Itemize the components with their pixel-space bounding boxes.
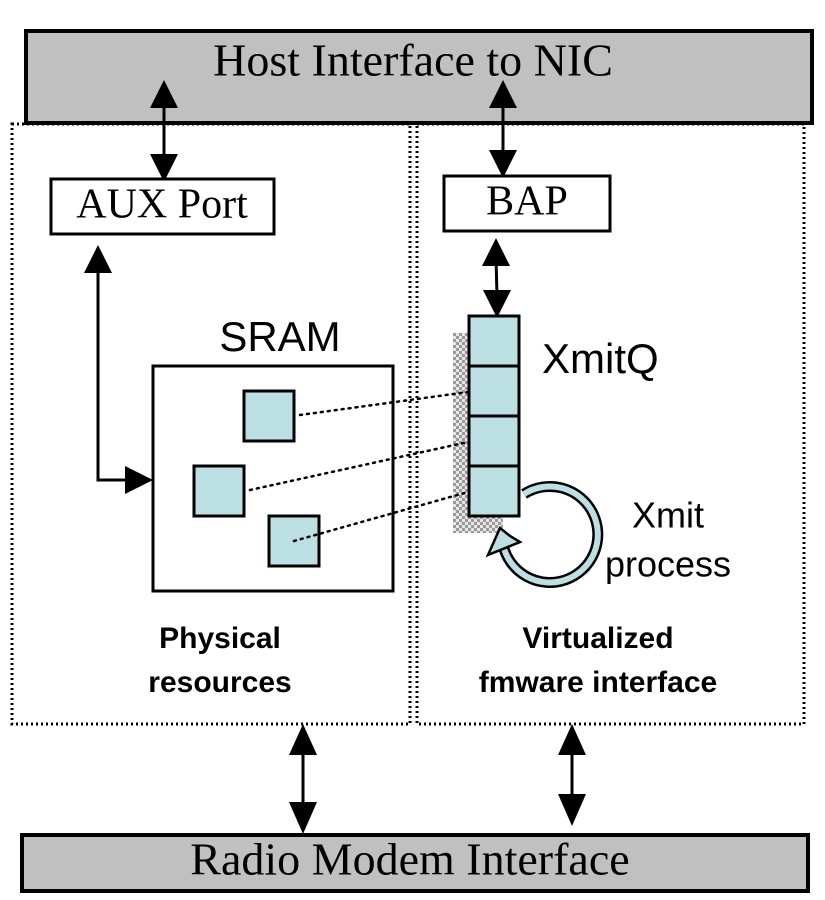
pointer-line (298, 390, 470, 417)
sram-buffer (192, 464, 246, 518)
arrow-host-aux (150, 80, 178, 182)
radio-modem-label: Radio Modem Interface (190, 834, 629, 885)
physical-resources-caption-line2: resources (148, 666, 291, 699)
xmitq-label: XmitQ (542, 335, 659, 382)
xmitq-slot (467, 314, 521, 368)
arrow-aux-sram (84, 245, 153, 494)
pointer-line (248, 440, 470, 492)
sram-buffer (242, 389, 296, 443)
aux-port-box: AUX Port (49, 177, 276, 236)
virtualized-interface-caption-line1: Virtualized (522, 622, 673, 655)
host-interface-label: Host Interface to NIC (213, 35, 613, 86)
radio-modem-bar: Radio Modem Interface (20, 833, 810, 893)
xmit-process-loop-icon (485, 480, 604, 588)
aux-port-label: AUX Port (76, 182, 248, 228)
pointer-line (292, 490, 470, 543)
physical-resources-caption-line1: Physical (159, 622, 281, 655)
sram-label: SRAM (219, 313, 340, 360)
arrow-virtualized-radio (558, 724, 586, 826)
physical-resources-panel (10, 122, 412, 726)
bap-label: BAP (486, 179, 568, 225)
xmit-process-label-line2: process (605, 544, 731, 585)
host-interface-bar: Host Interface to NIC (24, 29, 814, 125)
xmitq-slot (467, 414, 521, 468)
arrow-host-bap (489, 80, 517, 178)
arrow-bap-xmitq (482, 238, 511, 318)
xmitq-queue (467, 314, 521, 518)
virtualized-interface-panel (415, 122, 806, 726)
bap-box: BAP (442, 174, 612, 233)
virtualized-interface-caption-line2: fmware interface (479, 666, 717, 699)
xmit-process-label-line1: Xmit (632, 495, 704, 536)
xmitq-slot (467, 464, 521, 518)
xmitq-slot (467, 364, 521, 418)
buffer-pointers (248, 390, 470, 543)
arrow-physical-radio (289, 724, 317, 834)
